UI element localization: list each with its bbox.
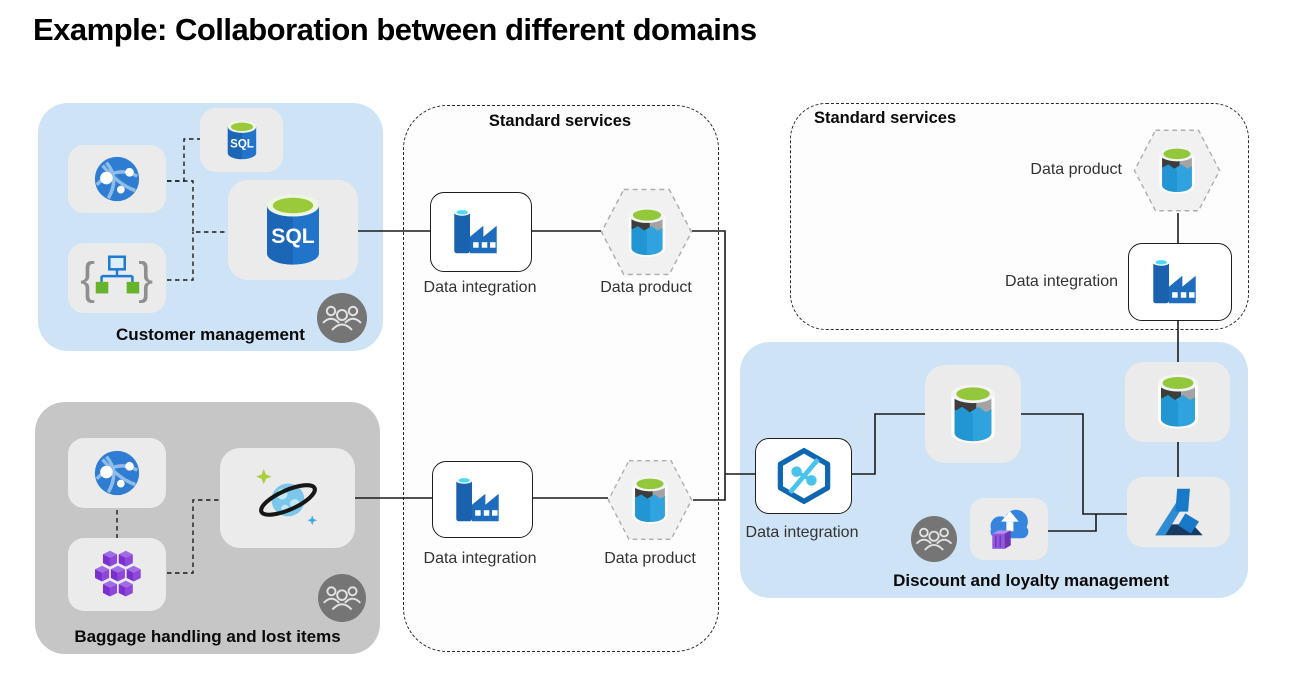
service-fabric-tile [68, 538, 166, 611]
customer-team-badge [317, 293, 367, 343]
cloud-upload-container-icon [990, 509, 1029, 549]
sql-small-tile: SQL [200, 108, 283, 172]
data-lake-storage-icon [951, 384, 995, 443]
discount-datalake-tile-1 [925, 365, 1021, 463]
team-people-icon [317, 293, 367, 343]
data-product-label-1: Data product [600, 279, 692, 296]
data-factory-icon [1152, 258, 1196, 304]
data-lake-storage-icon [1159, 146, 1195, 194]
team-people-icon [911, 516, 957, 562]
sql-database-icon: SQL [267, 193, 319, 265]
data-product-label-2: Data product [604, 550, 696, 567]
discount-datalake-tile-2 [1125, 362, 1230, 442]
data-integration-label-1: Data integration [423, 279, 537, 296]
data-integration-box-2 [432, 461, 533, 538]
data-lake-storage-icon [632, 475, 668, 524]
baggage-team-badge [318, 574, 366, 622]
synapse-icon [777, 448, 830, 504]
globe-network-icon [94, 156, 140, 202]
globe-network-icon [94, 450, 140, 496]
service-fabric-icon [95, 550, 141, 597]
baggage-domain-label: Baggage handling and lost items [74, 627, 341, 646]
sql-label: SQL [230, 138, 254, 150]
data-integration-label-2: Data integration [423, 550, 537, 567]
api-workflow-icon: { } [80, 254, 153, 303]
right-data-integration-box [1128, 243, 1232, 321]
data-factory-icon [453, 208, 497, 254]
svg-text:}: } [138, 254, 153, 303]
discount-team-badge [911, 516, 957, 562]
right-data-integration-label: Data integration [1005, 273, 1118, 290]
right-data-product-label: Data product [1030, 161, 1122, 178]
data-product-hexagon-2 [607, 457, 693, 543]
workflow-tile: { } [68, 243, 166, 313]
data-integration-box-1 [430, 192, 532, 272]
sql-label: SQL [271, 225, 315, 248]
synapse-integration-box [755, 438, 852, 514]
globe-tile [68, 145, 166, 213]
data-lake-storage-icon [628, 206, 665, 257]
discount-integration-label: Data integration [745, 524, 859, 541]
svg-text:{: { [80, 254, 95, 303]
customer-domain-label: Customer management [116, 325, 305, 344]
cosmos-db-tile [220, 448, 355, 548]
data-product-hexagon-1 [600, 188, 693, 276]
cosmos-db-icon [255, 468, 317, 526]
cloud-upload-tile [970, 498, 1048, 560]
center-services-title: Standard services [488, 112, 632, 130]
right-services-title: Standard services [814, 109, 957, 127]
machine-learning-icon [1154, 488, 1203, 535]
sql-database-icon: SQL [227, 120, 256, 159]
right-data-product-hexagon [1133, 128, 1221, 213]
discount-domain-label: Discount and loyalty management [893, 571, 1169, 590]
data-lake-storage-icon [1157, 374, 1198, 429]
team-people-icon [318, 574, 366, 622]
machine-learning-tile [1127, 477, 1230, 547]
page-title: Example: Collaboration between different… [33, 12, 757, 47]
globe-tile [68, 438, 166, 508]
data-factory-icon [455, 476, 499, 521]
sql-large-tile: SQL [228, 180, 358, 280]
